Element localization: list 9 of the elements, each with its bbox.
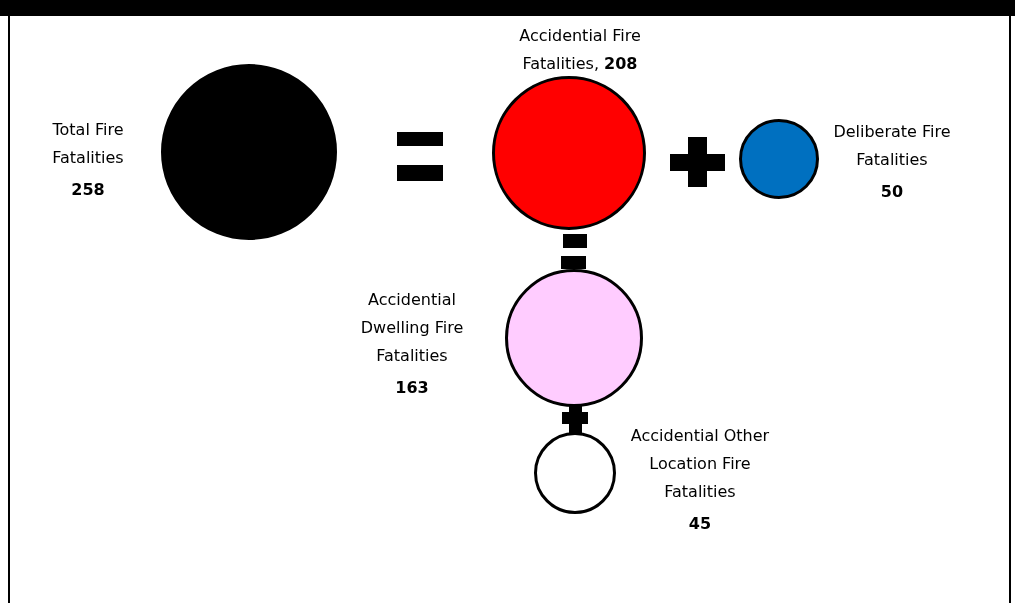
circle-caption: Accidential Dwelling Fire Fatalities (359, 289, 465, 367)
circle-caption: Total Fire Fatalities (51, 119, 125, 169)
circle-caption: Accidential Fire Fatalities, 208 (518, 25, 642, 75)
value-label: 50 (879, 181, 905, 203)
circle-caption: Deliberate Fire Fatalities (832, 121, 952, 171)
value-label: 258 (70, 179, 106, 201)
circle-caption: Accidential Other Location Fire Fatalities (630, 425, 770, 503)
value-label: 163 (394, 377, 430, 399)
value-label: 45 (687, 513, 713, 535)
